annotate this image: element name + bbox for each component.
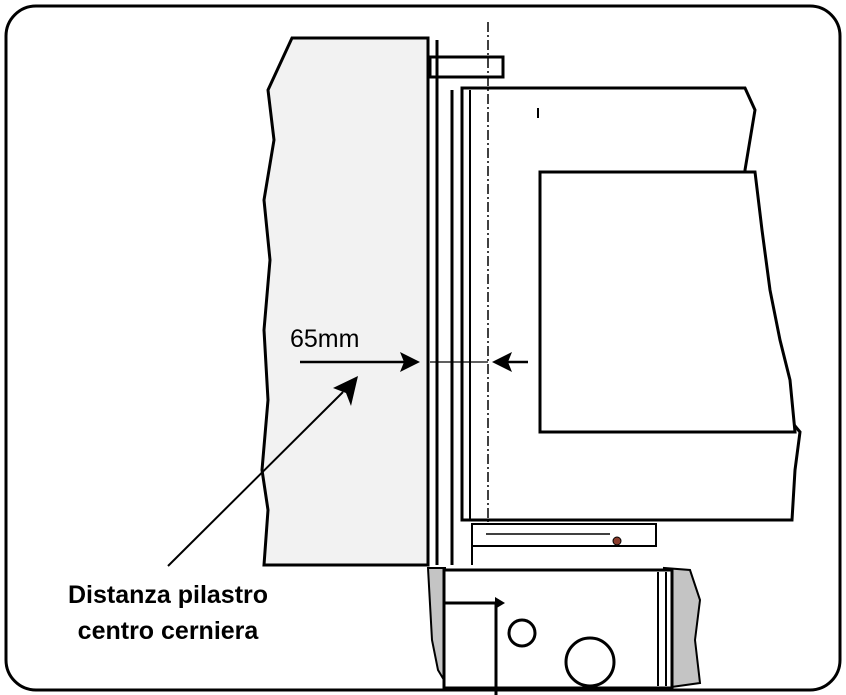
gate-inner-panel — [538, 170, 797, 434]
top-hinge-plate — [428, 55, 505, 79]
dimension-arrow-right — [492, 352, 512, 372]
caption-line-1: Distanza pilastro — [68, 581, 268, 609]
motor-box — [442, 568, 674, 690]
leader-arrowhead — [333, 376, 358, 406]
leader-line — [167, 391, 344, 567]
pillar — [260, 36, 430, 567]
dimension-label: 65mm — [290, 325, 359, 353]
dimension-arrow-left — [400, 352, 420, 372]
motor-arrow — [495, 597, 505, 609]
caption-line-2: centro cerniera — [78, 617, 260, 645]
small-hole — [507, 618, 537, 648]
bracket-bolt — [612, 536, 622, 546]
large-hole — [564, 636, 616, 688]
bottom-hinge-bracket — [471, 523, 657, 547]
